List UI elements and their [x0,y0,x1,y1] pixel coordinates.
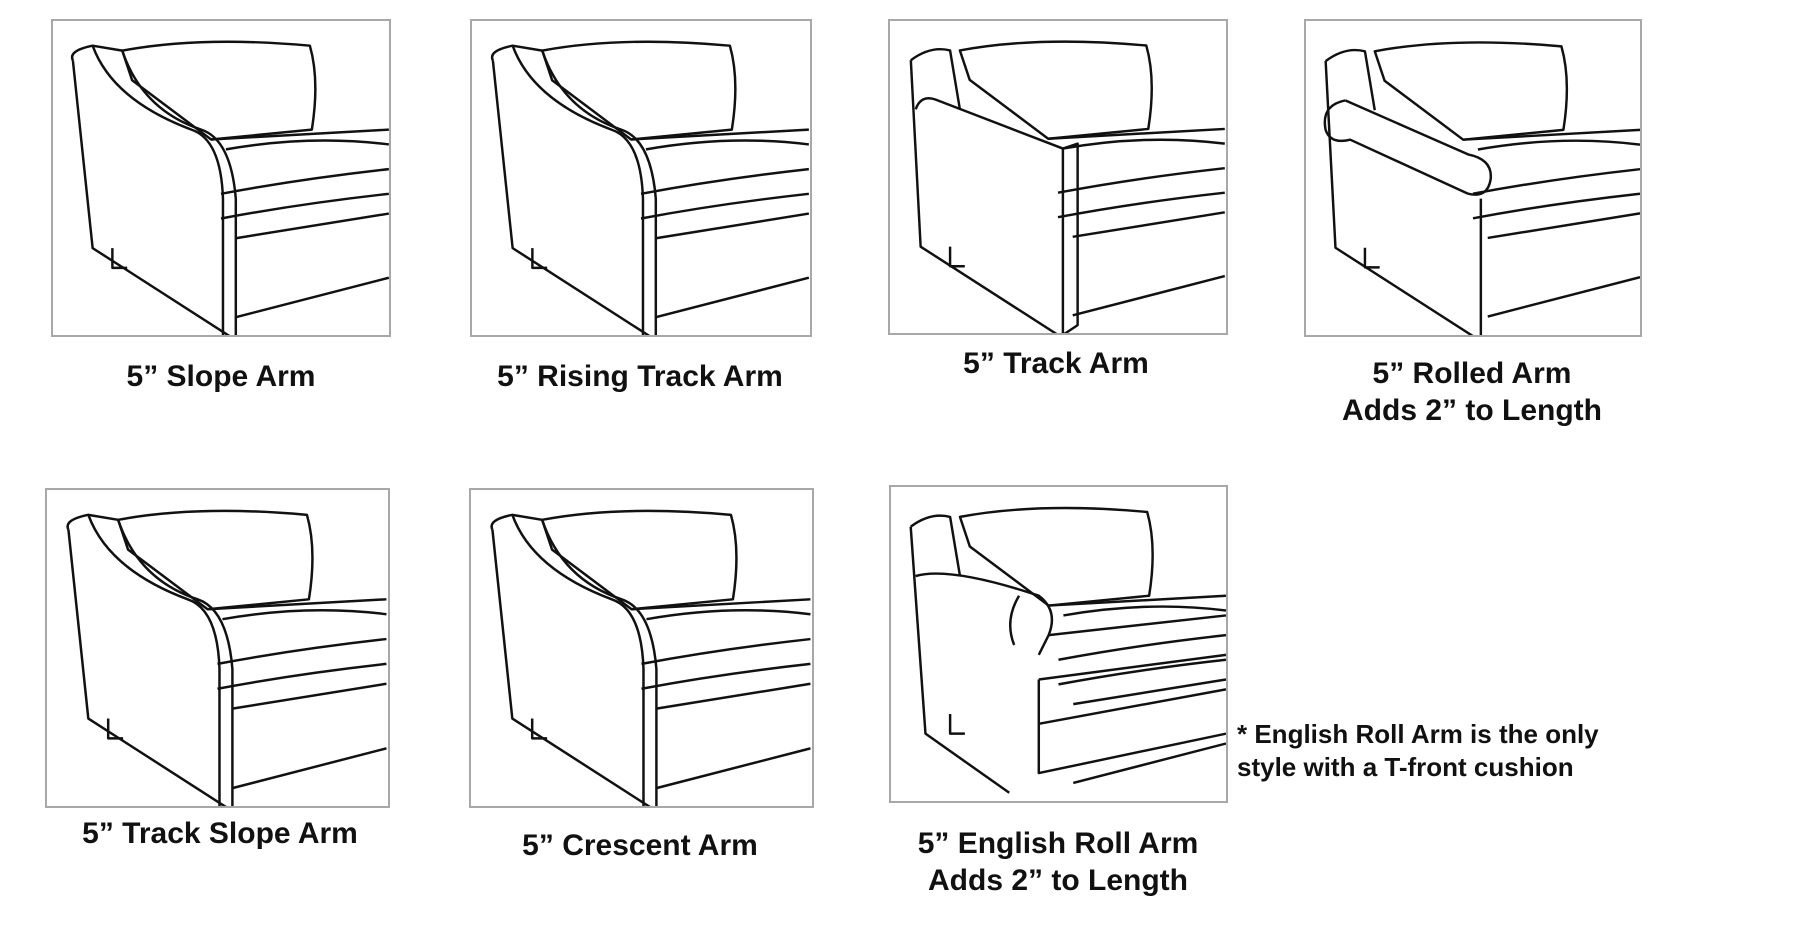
slope-arm-image [51,19,391,337]
arm-name: 5” Rolled Arm [1372,357,1572,390]
chair-drawing [66,509,387,806]
crescent-arm-image [469,488,814,808]
arm-name: 5” Crescent Arm [522,829,758,862]
chair-drawing [490,509,811,806]
arm-name: 5” Slope Arm [126,360,316,393]
english-roll-arm-image [889,485,1228,803]
footnote-line-1: * English Roll Arm is the only [1237,719,1599,749]
rolled-arm-image [1304,19,1642,337]
footnote-line-2: style with a T-front cushion [1237,752,1574,782]
chair-drawing [70,40,389,335]
chair-drawing [909,506,1226,794]
arm-note: Adds 2” to Length [1342,394,1602,427]
rolled-arm-label: 5” Rolled Arm Adds 2” to Length [1342,355,1602,429]
rising-track-arm-image [470,19,812,337]
chair-drawing [909,40,1226,333]
arm-name: 5” Rising Track Arm [497,360,783,393]
english-roll-arm-label: 5” English Roll Arm Adds 2” to Length [918,825,1199,899]
track-arm-image [888,19,1228,335]
arm-name: 5” Track Slope Arm [82,817,358,850]
chair-drawing [1323,41,1640,335]
arm-note: Adds 2” to Length [928,864,1188,897]
footnote: * English Roll Arm is the only style wit… [1237,718,1599,784]
rising-track-arm-label: 5” Rising Track Arm [497,358,783,395]
track-arm-label: 5” Track Arm [963,345,1149,382]
track-slope-arm-image [45,488,390,808]
chair-drawing [490,40,810,335]
arm-name: 5” Track Arm [963,347,1149,380]
track-slope-arm-label: 5” Track Slope Arm [82,815,358,852]
crescent-arm-label: 5” Crescent Arm [522,827,758,864]
arm-name: 5” English Roll Arm [917,827,1199,860]
slope-arm-label: 5” Slope Arm [127,358,316,395]
